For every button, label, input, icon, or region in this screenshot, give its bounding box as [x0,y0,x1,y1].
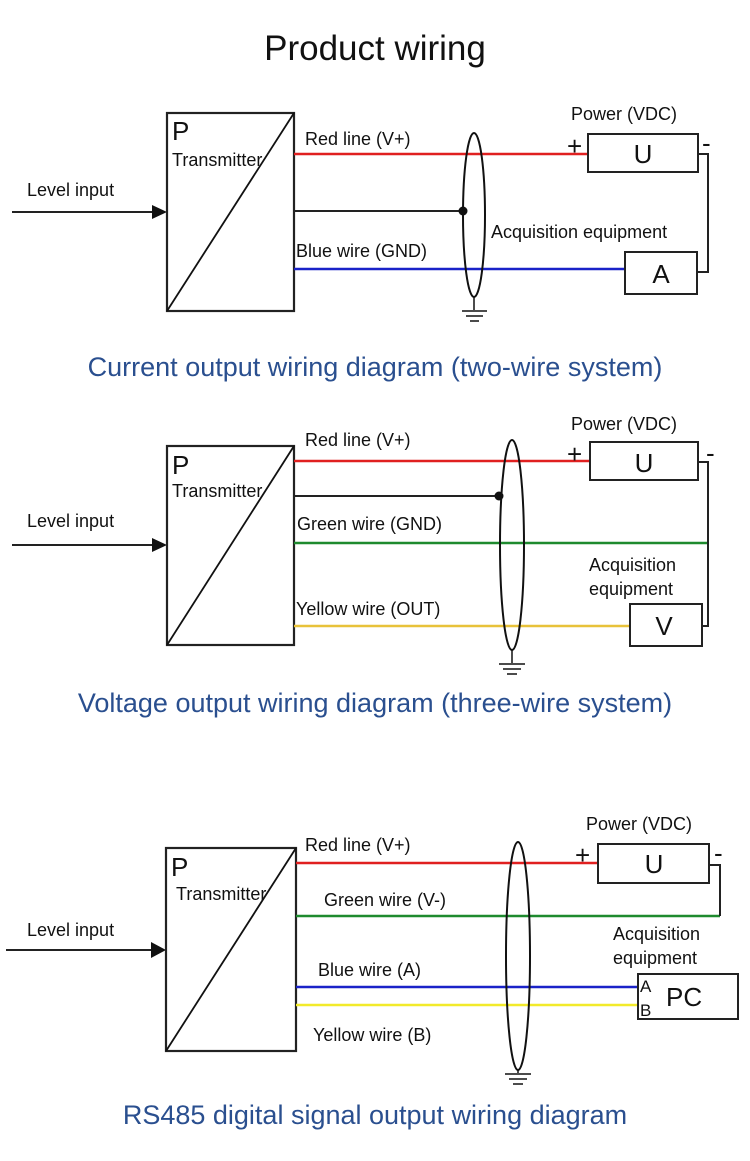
arrow-icon [152,205,167,219]
device-symbol: PC [666,982,702,1012]
power-symbol: U [635,448,654,478]
power-symbol: U [634,139,653,169]
power-label: Power (VDC) [571,104,677,124]
ground-icon [462,297,487,322]
wire-label-green: Green wire (V-) [324,890,446,910]
wire-label-red: Red line (V+) [305,430,411,450]
cable-shield [505,841,531,1071]
page-title: Product wiring [264,29,486,68]
transmitter-box [164,846,298,1053]
transmitter-diagonal [166,112,295,312]
plus-sign: + [567,439,582,469]
acquisition-label-line2: equipment [613,948,697,968]
device-symbol: V [655,611,673,641]
return-wire [709,864,721,916]
wire-label-blue: Blue wire (A) [318,960,421,980]
voltmeter-box [629,603,703,647]
minus-sign: - [702,128,711,158]
acquisition-label-line2: equipment [589,579,673,599]
ammeter-box [624,251,698,295]
wire-label-blue: Blue wire (GND) [296,241,427,261]
power-supply-box [587,133,699,173]
power-symbol: U [645,849,664,879]
cable-shield [462,132,486,298]
caption-voltage: Voltage output wiring diagram (three-wir… [78,688,672,718]
transmitter-p: P [172,450,189,480]
arrow-icon [151,942,166,958]
pc-box [637,973,739,1020]
power-supply-box [597,843,710,884]
wire-label-red: Red line (V+) [305,835,411,855]
minus-sign: - [714,838,723,868]
level-input-label: Level input [27,920,114,940]
acquisition-label: Acquisition [589,555,676,575]
power-label: Power (VDC) [571,414,677,434]
caption-rs485: RS485 digital signal output wiring diagr… [123,1100,627,1130]
acquisition-label: Acquisition equipment [491,222,667,242]
transmitter-diagonal [165,847,297,1052]
return-wire [698,153,709,273]
transmitter-p: P [171,852,188,882]
cable-shield [499,439,525,651]
wire-label-yellow: Yellow wire (B) [313,1025,431,1045]
ground-icon [505,1070,531,1085]
pin-b-label: B [640,1001,651,1020]
pin-a-label: A [640,977,652,996]
plus-sign: + [567,131,582,161]
plus-sign: + [575,840,590,870]
caption-current: Current output wiring diagram (two-wire … [88,352,663,382]
minus-sign: - [706,438,715,468]
transmitter-p: P [172,116,189,146]
voltage-output-diagram: Level input P Transmitter Red line (V+) … [12,414,715,718]
rs485-output-diagram: Level input P Transmitter Red line (V+) … [6,814,739,1130]
wire-label-red: Red line (V+) [305,129,411,149]
power-supply-box [589,441,699,481]
transmitter-label: Transmitter [176,884,266,904]
transmitter-label: Transmitter [172,150,262,170]
arrow-icon [152,538,167,552]
acquisition-label: Acquisition [613,924,700,944]
transmitter-box [165,444,296,647]
ground-icon [499,650,525,675]
wire-label-green: Green wire (GND) [297,514,442,534]
current-output-diagram: Level input P Transmitter Red line (V+) … [12,104,711,382]
transmitter-label: Transmitter [172,481,262,501]
level-input-label: Level input [27,180,114,200]
return-wire [698,461,709,627]
transmitter-diagonal [166,445,295,646]
level-input-label: Level input [27,511,114,531]
wire-label-yellow: Yellow wire (OUT) [296,599,440,619]
device-symbol: A [652,259,670,289]
power-label: Power (VDC) [586,814,692,834]
